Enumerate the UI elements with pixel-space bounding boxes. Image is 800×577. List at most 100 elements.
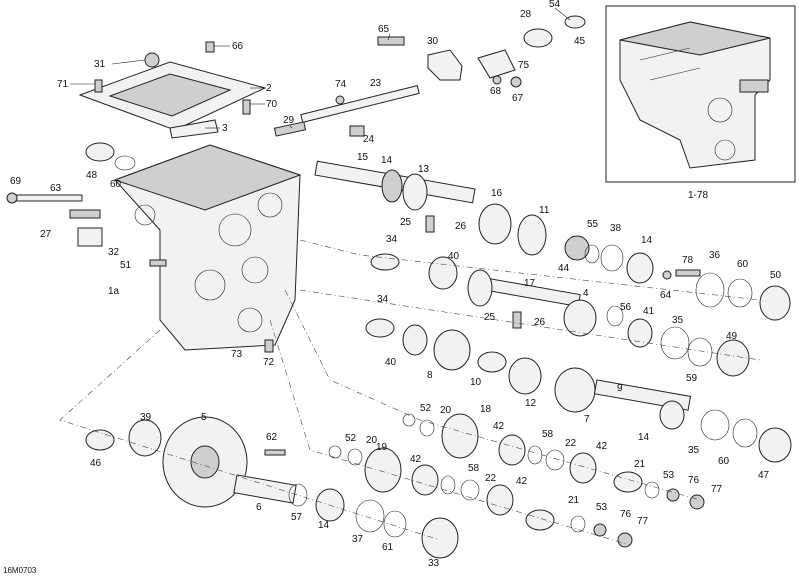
nut-67 (510, 76, 522, 88)
inset-shaft (739, 79, 769, 93)
ring-58b (440, 475, 456, 495)
callout-23: 23 (370, 78, 382, 89)
callout-69: 69 (10, 176, 22, 187)
washer-22a (545, 449, 565, 471)
shift-sleeve-16 (478, 203, 512, 245)
callout-60b: 60 (737, 259, 749, 270)
callout-53b: 53 (596, 502, 608, 513)
spacer-10 (477, 351, 507, 373)
callout-17: 17 (524, 278, 536, 289)
washer-76a (666, 488, 680, 502)
inset-label: 1-78 (688, 190, 708, 201)
plug-66 (205, 41, 215, 53)
housing-bore-6 (134, 204, 156, 226)
callout-50: 50 (770, 270, 782, 281)
callout-46: 46 (90, 458, 102, 469)
callout-48: 48 (86, 170, 98, 181)
callout-60a: 60 (110, 179, 122, 190)
callout-72: 72 (263, 357, 275, 368)
callout-7: 7 (584, 414, 590, 425)
housing-bore-3 (194, 269, 226, 301)
ring-53a (644, 481, 660, 499)
inset-rib-2 (649, 67, 701, 81)
callout-34a: 34 (386, 234, 398, 245)
plug-27 (77, 227, 103, 247)
bearing-42d (486, 484, 514, 516)
shaft-6 (233, 474, 297, 504)
callout-26a: 26 (455, 221, 467, 232)
coupler-21a (613, 471, 643, 493)
callout-14b: 14 (641, 235, 653, 246)
callout-52b: 52 (345, 433, 357, 444)
spring-51 (149, 259, 167, 267)
needle-bearing-44 (564, 235, 590, 261)
callout-55: 55 (587, 219, 599, 230)
bearing-14a (381, 169, 403, 203)
axis-line-5 (59, 329, 441, 541)
callout-19: 19 (376, 442, 388, 453)
inset-bore-2 (714, 139, 736, 161)
callout-49: 49 (726, 331, 738, 342)
drawing-code: 16M0703 (3, 566, 37, 575)
callout-41: 41 (643, 306, 655, 317)
callout-22b: 22 (485, 473, 497, 484)
callout-71: 71 (57, 79, 69, 90)
callout-77b: 77 (637, 516, 649, 527)
key-25a (425, 215, 435, 233)
cap-49 (716, 339, 750, 377)
callout-45: 45 (574, 36, 586, 47)
callout-42c: 42 (410, 454, 422, 465)
callout-5: 5 (201, 412, 207, 423)
callout-47: 47 (758, 470, 770, 481)
callout-4: 4 (583, 288, 589, 299)
callout-9: 9 (617, 383, 623, 394)
gear-11 (517, 214, 547, 256)
callout-30: 30 (427, 36, 439, 47)
callout-2: 2 (266, 83, 272, 94)
callout-65: 65 (378, 24, 390, 35)
callout-75: 75 (518, 60, 530, 71)
callout-66: 66 (232, 41, 244, 52)
ring-60 (114, 155, 136, 171)
bearing-14b (626, 252, 654, 284)
washer-76b (593, 523, 607, 537)
inset-rib-1 (639, 47, 691, 61)
callout-59: 59 (686, 373, 698, 384)
ring-53b (570, 515, 586, 533)
callout-6: 6 (256, 502, 262, 513)
gear-cluster-17 (467, 269, 493, 307)
shim-34a (370, 253, 400, 271)
callout-37: 37 (352, 534, 364, 545)
callout-27: 27 (40, 229, 52, 240)
callout-22a: 22 (565, 438, 577, 449)
bearing-42a (498, 434, 526, 466)
ring-60c (732, 418, 758, 448)
callout-20b: 20 (366, 435, 378, 446)
callout-36: 36 (709, 250, 721, 261)
callout-60c: 60 (718, 456, 730, 467)
ring-59 (687, 337, 713, 367)
gear-19 (364, 447, 402, 493)
ring-52b (328, 445, 342, 459)
callout-labels: 66 31 71 2 70 3 48 60 69 63 27 32 51 1a … (10, 0, 782, 569)
seal-35b (700, 409, 730, 441)
callout-1a: 1a (108, 286, 120, 297)
breather-plug (144, 52, 160, 68)
callout-28: 28 (520, 9, 532, 20)
gasket-3 (169, 119, 219, 139)
callout-29: 29 (283, 115, 295, 126)
washer-46 (85, 429, 115, 451)
rod-63 (11, 194, 83, 202)
callout-3: 3 (222, 123, 228, 134)
callout-42b: 42 (596, 441, 608, 452)
seal-36 (695, 272, 725, 308)
callout-10: 10 (470, 377, 482, 388)
callout-54: 54 (549, 0, 561, 10)
shaft-23 (300, 84, 420, 124)
washer-22b (460, 479, 480, 501)
gear-12 (508, 357, 542, 395)
axis-line-1 (299, 239, 761, 301)
callout-42a: 42 (493, 421, 505, 432)
inset-assembly (605, 5, 796, 183)
